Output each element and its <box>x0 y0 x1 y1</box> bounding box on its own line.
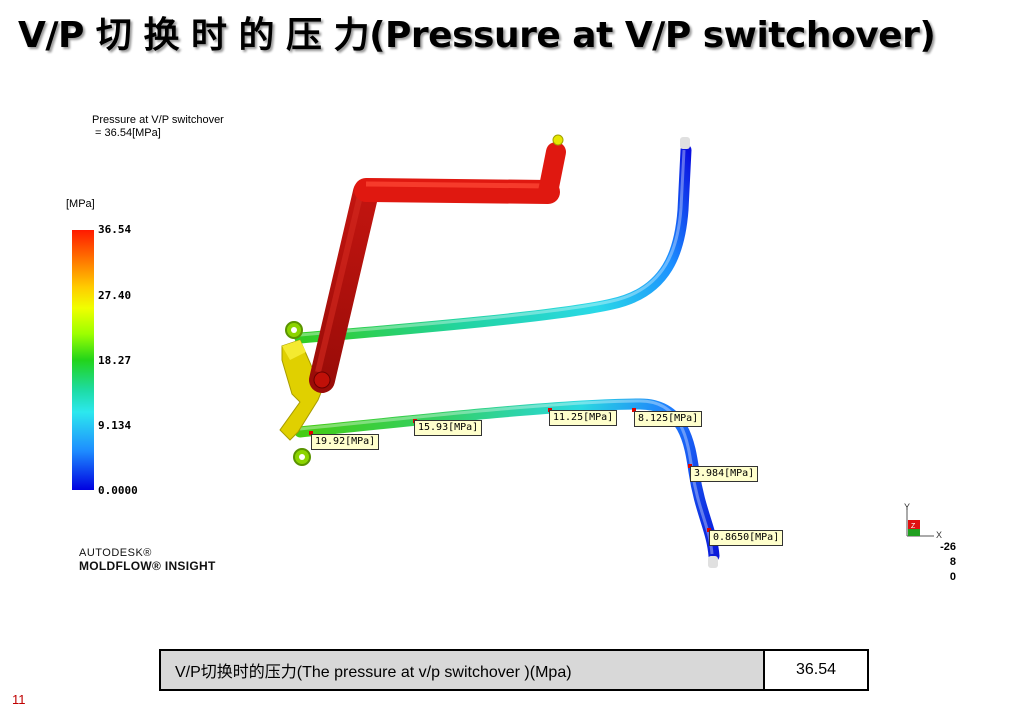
rotation-y: 8 <box>949 556 956 568</box>
red-runner-riser <box>538 142 566 202</box>
moldflow-logo: AUTODESK® MOLDFLOW® INSIGHT <box>79 547 216 573</box>
summary-label-cell: V/P切换时的压力(The pressure at v/p switchover… <box>159 649 765 691</box>
result-caption-value: = 36.54[MPa] <box>92 127 161 139</box>
lower-runner-end <box>708 556 718 568</box>
legend-color-bar <box>72 230 94 490</box>
legend-tick-max: 36.54 <box>98 223 132 236</box>
legend-tick-2: 27.40 <box>98 289 132 302</box>
legend-tick-min: 0.0000 <box>98 484 138 497</box>
main-sprue <box>309 179 379 393</box>
probe-label-4: 8.125[MPa] <box>634 411 703 427</box>
red-runner-horizontal <box>354 178 560 204</box>
summary-table: V/P切换时的压力(The pressure at v/p switchover… <box>159 649 869 691</box>
lower-runner <box>294 398 720 562</box>
result-caption-name: Pressure at V/P switchover <box>92 114 224 126</box>
axis-y-label: Y <box>904 502 910 512</box>
view-rotation-readout: -26 8 0 <box>936 540 956 585</box>
result-caption: Pressure at V/P switchover = 36.54[MPa] <box>92 114 224 140</box>
probe-label-3: 11.25[MPa] <box>549 410 618 426</box>
brand-company: AUTODESK® <box>79 547 152 559</box>
slide-title: V/P 切 换 时 的 压 力(Pressure at V/P switchov… <box>18 15 936 56</box>
legend-tick-3: 18.27 <box>98 354 132 367</box>
axis-z-label: Z <box>911 523 916 530</box>
probe-label-6: 0.8650[MPa] <box>709 530 784 546</box>
probe-label-2: 15.93[MPa] <box>414 420 483 436</box>
axis-triad-icon <box>906 506 934 537</box>
brand-product: MOLDFLOW® INSIGHT <box>79 559 216 573</box>
table-row: V/P切换时的压力(The pressure at v/p switchover… <box>159 649 869 691</box>
legend-unit: [MPa] <box>66 198 95 210</box>
upper-runner <box>294 144 692 344</box>
injection-point <box>552 134 564 146</box>
slide-number: 11 <box>12 692 26 707</box>
summary-value-cell: 36.54 <box>763 649 869 691</box>
upper-runner-end <box>680 137 690 149</box>
probe-label-1: 19.92[MPa] <box>311 434 380 450</box>
rotation-z: 0 <box>949 571 956 583</box>
probe-label-5: 3.984[MPa] <box>690 466 759 482</box>
rotation-x: -26 <box>940 541 956 553</box>
axis-x-label: X <box>936 530 942 540</box>
legend-tick-4: 9.134 <box>98 419 132 432</box>
